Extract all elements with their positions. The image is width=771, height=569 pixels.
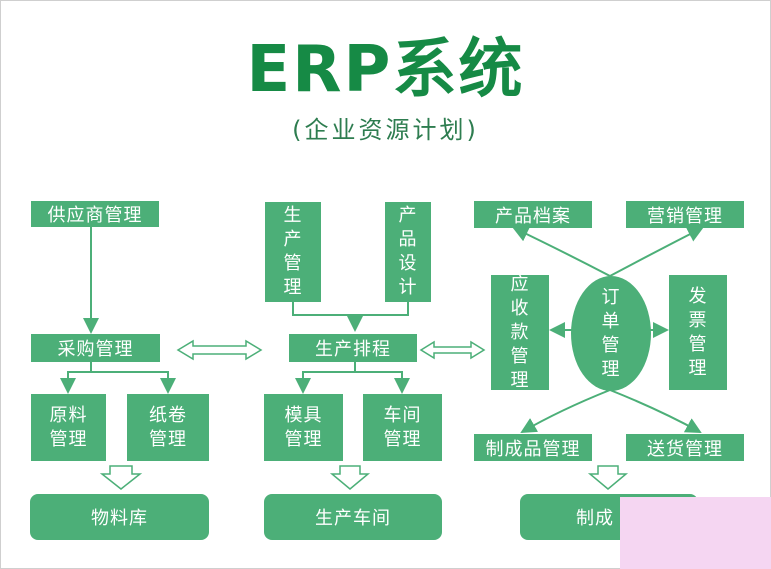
arrow-purchase-to-raw (60, 362, 92, 394)
node-warehouse: 物料库 (30, 494, 209, 540)
down-arrow-right (587, 465, 629, 490)
node-raw-material: 原料 管理 (31, 394, 106, 461)
down-arrow-left (99, 465, 143, 490)
double-arrow-left (176, 339, 263, 361)
node-invoice: 发 票 管 理 (669, 275, 727, 390)
node-receivable: 应 收 款 管 理 (491, 274, 549, 391)
arrow-order-to-delivery (609, 389, 702, 433)
arrow-production-to-scheduling (292, 302, 363, 332)
arrow-scheduling-to-mold (295, 362, 356, 394)
node-design: 产 品 设 计 (385, 202, 431, 302)
node-finished-goods: 制成品管理 (474, 434, 592, 461)
node-workshop-mgmt: 车间 管理 (363, 394, 442, 461)
node-paper-roll: 纸卷 管理 (127, 394, 209, 461)
arrow-order-to-finished (520, 389, 611, 434)
arrow-design-to-scheduling (355, 302, 409, 316)
arrow-scheduling-to-workshop (355, 371, 410, 394)
page-subtitle: (企业资源计划) (292, 116, 479, 144)
node-scheduling: 生产排程 (289, 334, 417, 362)
node-mold: 模具 管理 (264, 394, 343, 461)
pink-overlay (620, 497, 771, 569)
node-production: 生 产 管 理 (265, 202, 321, 302)
node-product-archive: 产品档案 (474, 201, 592, 228)
arrow-order-to-archive (512, 226, 611, 277)
node-order: 订 单 管 理 (571, 276, 651, 391)
node-delivery: 送货管理 (626, 434, 744, 461)
node-marketing: 营销管理 (626, 201, 744, 228)
node-workshop: 生产车间 (264, 494, 442, 540)
node-supplier: 供应商管理 (31, 201, 159, 227)
arrow-purchase-to-paper (91, 371, 176, 394)
page-title: ERP系统 (246, 33, 525, 107)
node-purchase: 采购管理 (31, 334, 160, 362)
arrow-order-to-marketing (609, 227, 704, 277)
double-arrow-middle (419, 340, 486, 360)
down-arrow-middle (329, 465, 371, 490)
